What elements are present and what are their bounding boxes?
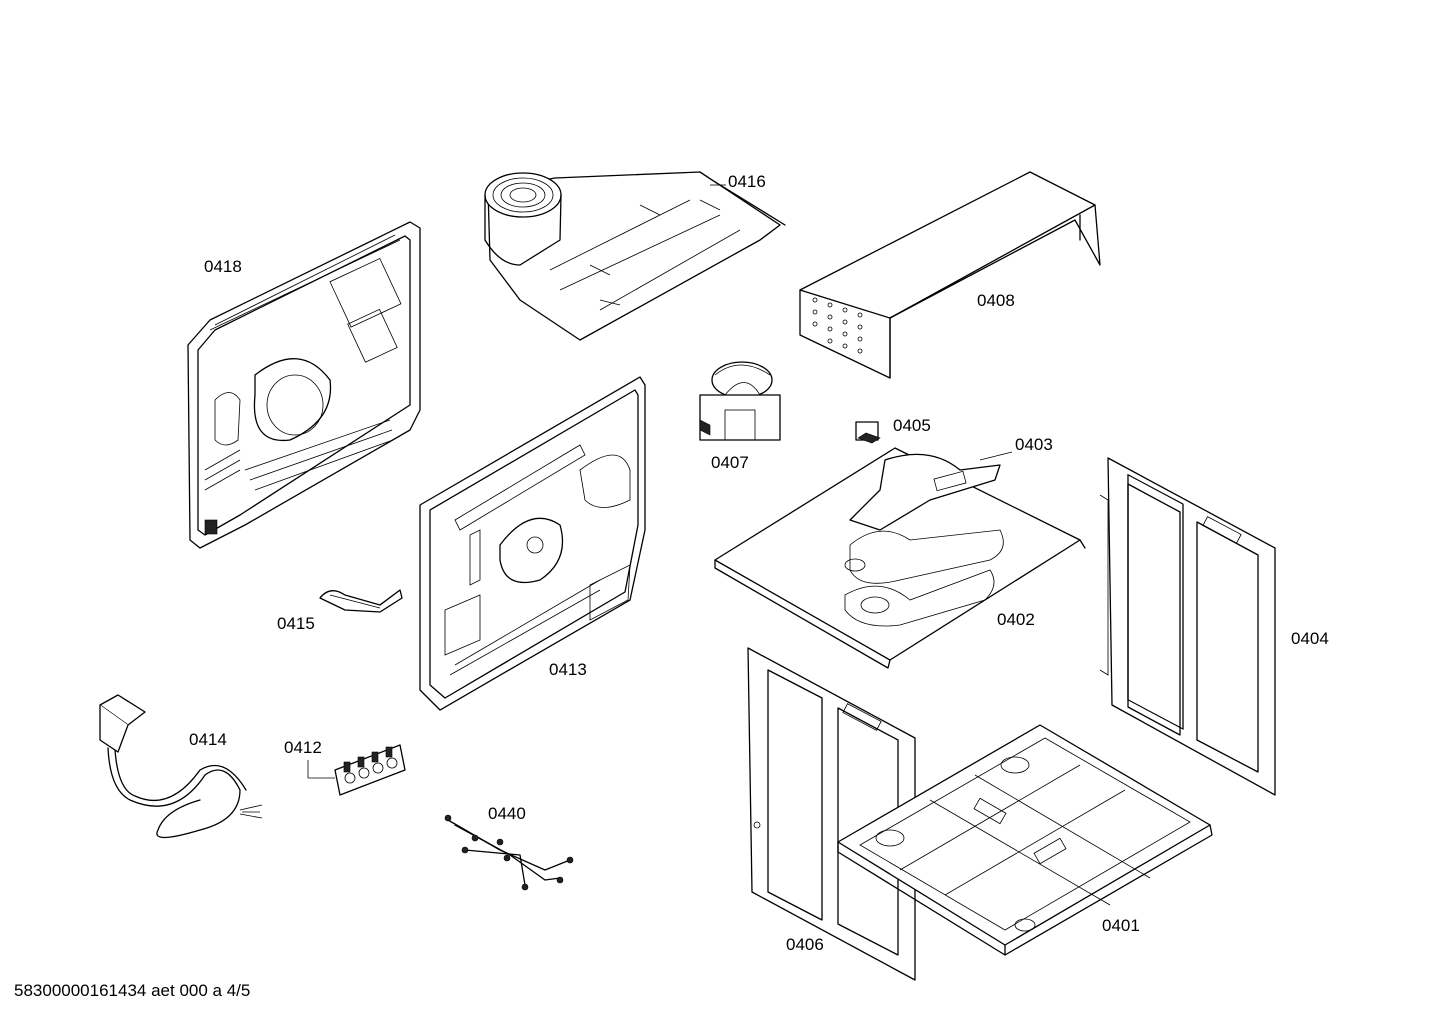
label-0401: 0401	[1102, 916, 1140, 935]
part-0412-terminal-block	[307, 744, 406, 796]
part-0440-wiring-harness	[444, 814, 574, 891]
part-0407-fan-motor	[699, 361, 781, 441]
label-0415: 0415	[277, 614, 315, 633]
label-0408: 0408	[977, 291, 1015, 310]
part-0408-top-cover	[799, 171, 1101, 379]
label-0418: 0418	[204, 257, 242, 276]
part-0414-power-cord	[99, 694, 263, 839]
label-0403: 0403	[1015, 435, 1053, 454]
label-0413: 0413	[549, 660, 587, 679]
part-0402-top-plate	[714, 447, 1086, 669]
label-0404: 0404	[1291, 629, 1329, 648]
part-0403-heater-cover	[849, 451, 1013, 531]
part-0418-rear-panel	[187, 221, 421, 549]
part-0405-switch	[855, 421, 881, 444]
part-0404-right-side-panel	[1099, 457, 1276, 796]
label-0406: 0406	[786, 935, 824, 954]
part-0416-fan-duct	[484, 171, 786, 341]
label-0416: 0416	[728, 172, 766, 191]
part-0406-left-side-panel	[747, 647, 916, 981]
label-0405: 0405	[893, 416, 931, 435]
footer-document-code: 58300000161434 aet 000 a 4/5	[14, 981, 251, 1000]
label-0414: 0414	[189, 730, 227, 749]
label-0440: 0440	[488, 804, 526, 823]
label-0407: 0407	[711, 453, 749, 472]
label-0402: 0402	[997, 610, 1035, 629]
part-0415-bracket	[319, 589, 403, 613]
label-0412: 0412	[284, 738, 322, 757]
part-0401-bottom-plate	[837, 724, 1213, 956]
part-0413-cavity-rear-wall	[419, 376, 646, 711]
